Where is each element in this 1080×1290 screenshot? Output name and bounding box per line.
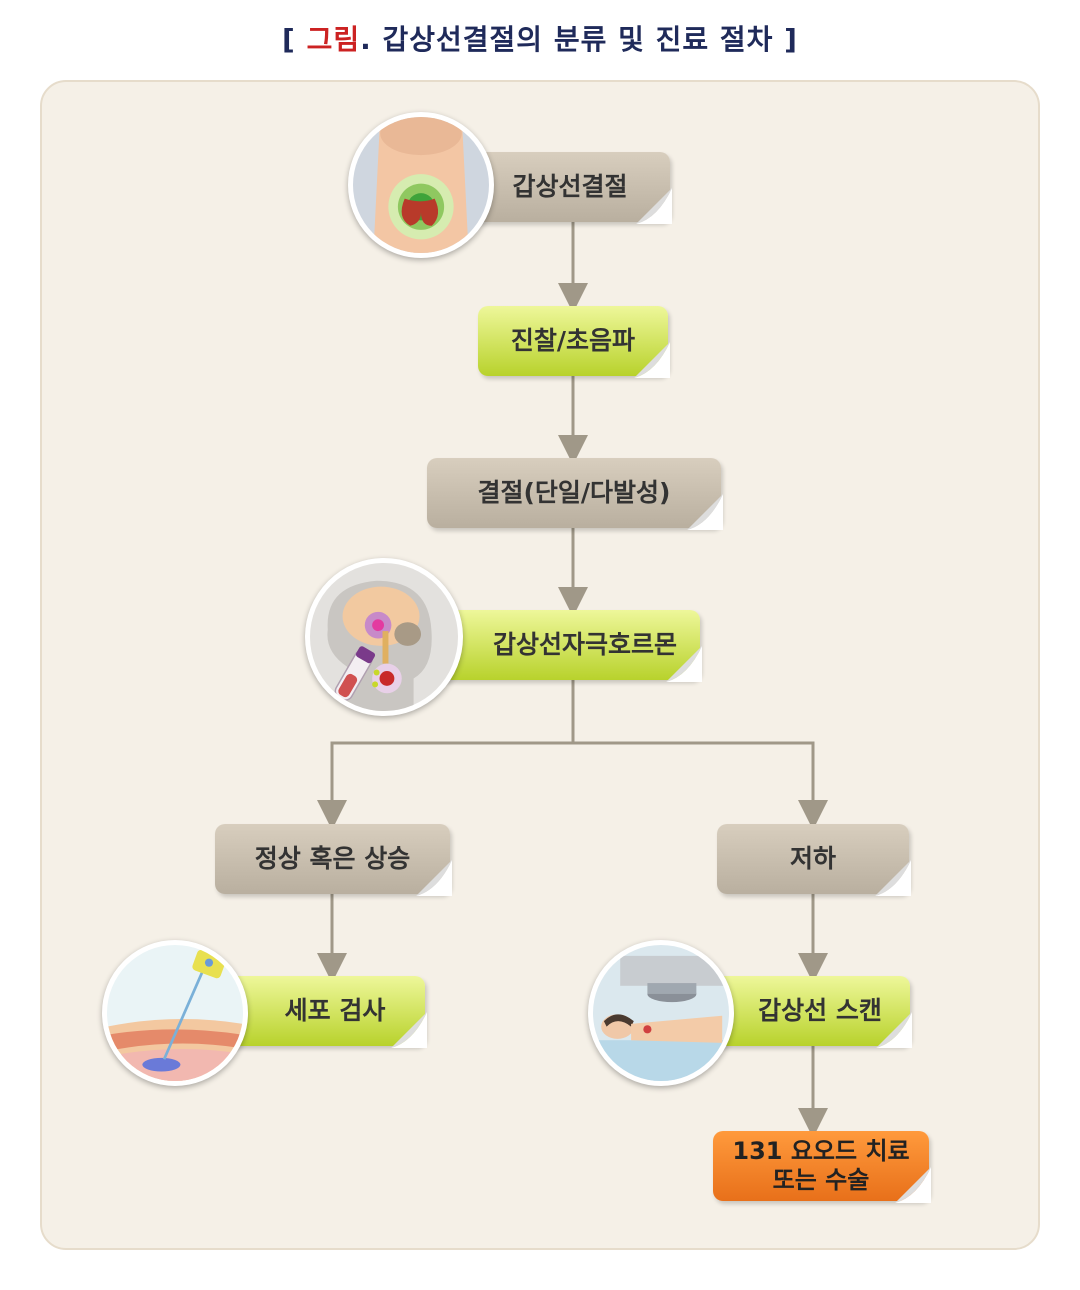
node-exam-ultrasound: 진찰/초음파 xyxy=(478,306,670,378)
page-curl-icon xyxy=(687,494,723,530)
treatment-line-2: 또는 수술 xyxy=(772,1166,870,1194)
thyroid-scanner-icon xyxy=(588,940,734,1086)
page-curl-icon xyxy=(634,342,670,378)
branch-connector xyxy=(317,680,575,830)
node-treatment: 131 요오드 치료 또는 수술 xyxy=(713,1131,931,1203)
node-nodule-type: 결절(단일/다발성) xyxy=(427,458,723,530)
node-tsh: 갑상선자극호르몬 xyxy=(420,610,702,682)
neck-thyroid-icon xyxy=(348,112,494,258)
page-curl-icon xyxy=(636,188,672,224)
page-curl-icon xyxy=(875,860,911,896)
page-curl-icon xyxy=(391,1012,427,1048)
node-normal-or-high: 정상 혹은 상승 xyxy=(215,824,452,896)
title-accent: 그림 xyxy=(306,23,361,56)
brain-blood-test-icon xyxy=(305,558,463,716)
page-curl-icon xyxy=(666,646,702,682)
treatment-line-1: 131 요오드 치료 xyxy=(732,1137,910,1166)
page-title: [ 그림. 갑상선결절의 분류 및 진료 절차 ] xyxy=(282,23,798,56)
node-cell-biopsy: 세포 검사 xyxy=(215,976,427,1048)
page-curl-icon xyxy=(876,1012,912,1048)
page-curl-icon xyxy=(895,1167,931,1203)
page-curl-icon xyxy=(416,860,452,896)
node-low: 저하 xyxy=(717,824,911,896)
branch-connector-right xyxy=(573,741,828,830)
node-thyroid-scan: 갑상선 스캔 xyxy=(700,976,912,1048)
needle-biopsy-icon xyxy=(102,940,248,1086)
